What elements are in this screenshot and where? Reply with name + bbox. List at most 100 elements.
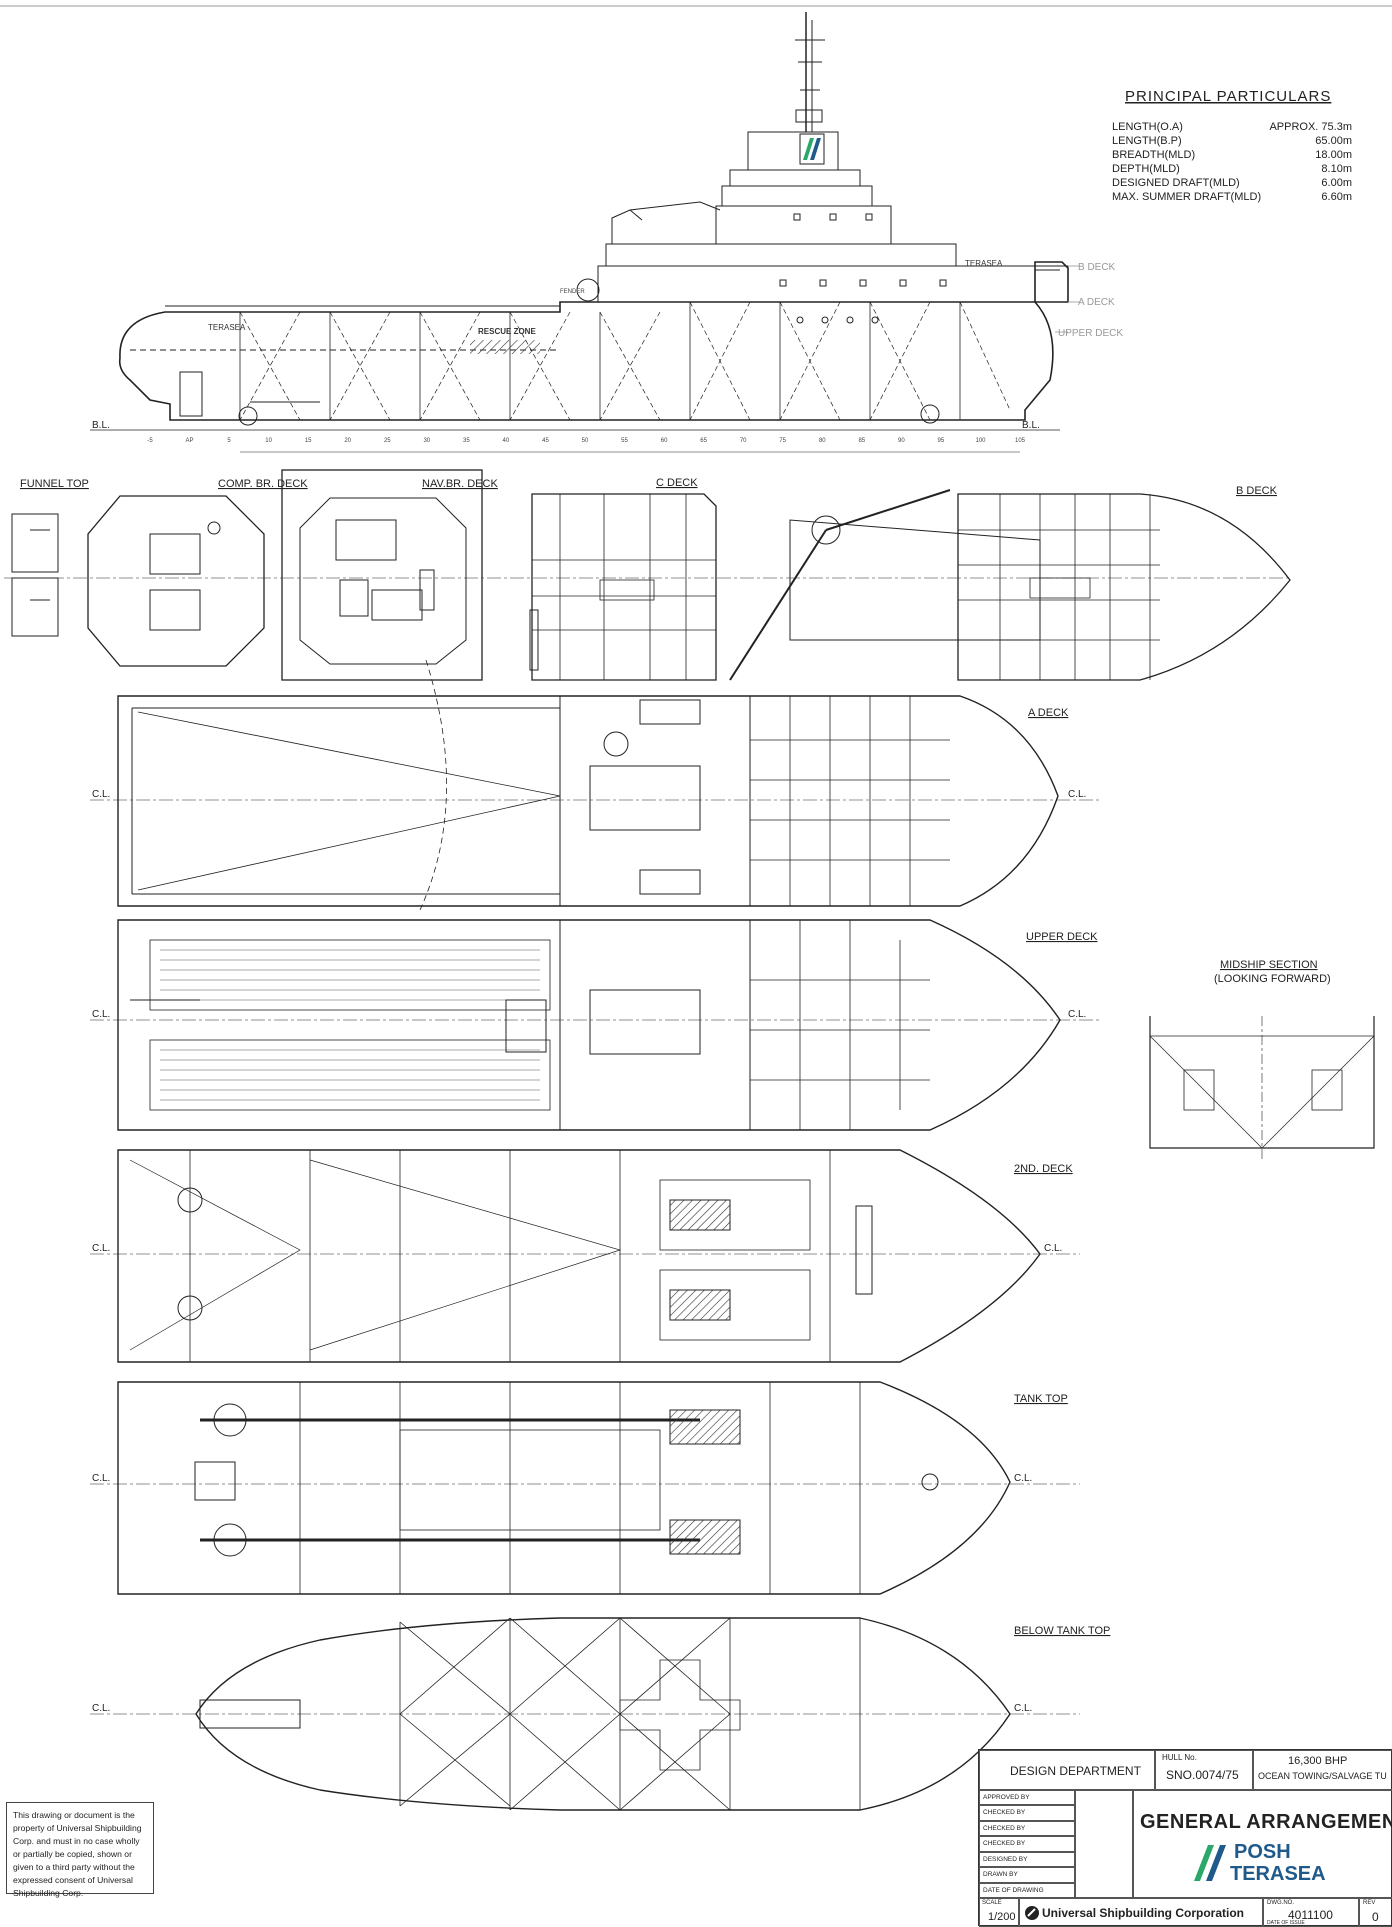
upper-deck-cl-fwd: C.L.	[1068, 1009, 1086, 1020]
role-label: CHECKED BY	[983, 1809, 1026, 1817]
frame-number: 30	[423, 438, 430, 444]
rev-value: 0	[1372, 1910, 1379, 1924]
particular-label: LENGTH(O.A)	[1112, 121, 1183, 133]
below-tank-top-cl-fwd: C.L.	[1014, 1703, 1032, 1714]
frame-number: 105	[1015, 438, 1026, 444]
tank-top-cl-fwd: C.L.	[1014, 1473, 1032, 1484]
upper-deck-cl-aft: C.L.	[92, 1009, 110, 1020]
a-deck-cl-fwd: C.L.	[1068, 789, 1086, 800]
rescue-zone-label: RESCUE ZONE	[478, 327, 536, 336]
funnel-top-label: FUNNEL TOP	[20, 478, 89, 490]
scale-cell: SCALE 1/200	[979, 1898, 1019, 1927]
dwg-no-label: DWG.NO.	[1267, 1900, 1294, 1906]
title-block: DESIGN DEPARTMENT HULL No. SNO.0074/75 1…	[978, 1749, 1392, 1927]
principal-particulars-title: PRINCIPAL PARTICULARS	[1125, 88, 1331, 105]
c-deck-label: C DECK	[656, 477, 698, 489]
role-label: APPROVED BY	[983, 1794, 1030, 1801]
hull-no-label: HULL No.	[1162, 1753, 1197, 1762]
posh-terasea-logo-icon	[1194, 1845, 1226, 1881]
upper-deck-label: UPPER DECK	[1026, 931, 1098, 943]
deck-marker-b: B DECK	[1078, 262, 1116, 273]
particular-label: MAX. SUMMER DRAFT(MLD)	[1112, 191, 1261, 203]
profile-view	[90, 12, 1080, 453]
upper-deck-plan	[90, 919, 1100, 1131]
frame-number: 5	[227, 438, 231, 444]
midship-section	[1149, 1016, 1375, 1160]
below-tank-top-plan	[90, 1617, 1080, 1811]
tank-top-label: TANK TOP	[1014, 1393, 1068, 1405]
frame-number: 65	[700, 438, 707, 444]
role-cell: DESIGNED BY	[979, 1851, 1075, 1868]
particular-label: DEPTH(MLD)	[1112, 163, 1180, 175]
dwg-no-cell: DWG.NO. 4011100 DATE OF ISSUE	[1263, 1898, 1359, 1927]
hull-no-value: SNO.0074/75	[1166, 1768, 1239, 1782]
a-deck-cl-aft: C.L.	[92, 789, 110, 800]
frame-number: 90	[898, 438, 905, 444]
company-logo-icon	[1025, 1906, 1039, 1920]
second-deck-plan	[90, 1149, 1080, 1363]
tank-top-cl-aft: C.L.	[92, 1473, 110, 1484]
frame-number: 15	[305, 438, 312, 444]
logo-line-2: TERASEA	[1230, 1863, 1326, 1885]
date-issue-label: DATE OF ISSUE	[1267, 1920, 1305, 1926]
principal-particulars: PRINCIPAL PARTICULARS LENGTH(O.A) APPROX.…	[1112, 88, 1352, 203]
power-value: 16,300 BHP	[1288, 1755, 1348, 1767]
role-cell: CHECKED BY	[979, 1805, 1075, 1821]
frame-number: -5	[147, 438, 153, 444]
particular-value: 8.10m	[1321, 163, 1352, 175]
role-cell: CHECKED BY	[979, 1836, 1075, 1852]
frame-number: 85	[858, 438, 865, 444]
upper-plans-row	[4, 469, 1291, 681]
second-deck-label: 2ND. DECK	[1014, 1163, 1073, 1175]
hull-name-aft: TERASEA	[208, 323, 246, 332]
particular-value: 6.00m	[1321, 177, 1352, 189]
drawing-title: GENERAL ARRANGEMENT	[1140, 1811, 1392, 1833]
below-tank-top-cl-aft: C.L.	[92, 1703, 110, 1714]
dwg-no-value: 4011100	[1288, 1908, 1333, 1922]
frame-number: 20	[344, 438, 351, 444]
frame-number: 100	[975, 438, 986, 444]
deck-marker-upper: UPPER DECK	[1058, 328, 1123, 339]
midship-title: MIDSHIP SECTION	[1220, 959, 1318, 971]
frame-number: 10	[265, 438, 272, 444]
b-deck-label: B DECK	[1236, 485, 1278, 497]
below-tank-top-label: BELOW TANK TOP	[1014, 1625, 1110, 1637]
department-label: DESIGN DEPARTMENT	[1010, 1764, 1141, 1778]
roles-blank	[1075, 1790, 1133, 1898]
frame-number: 95	[938, 438, 945, 444]
frame-number: 25	[384, 438, 391, 444]
rev-cell: REV 0	[1359, 1898, 1392, 1927]
copyright-notice: This drawing or document is the property…	[6, 1802, 154, 1898]
second-deck-cl-aft: C.L.	[92, 1243, 110, 1254]
second-deck-cl-fwd: C.L.	[1044, 1243, 1062, 1254]
role-cell: DATE OF DRAWING	[979, 1882, 1075, 1898]
roles-column: APPROVED BY CHECKED BY CHECKED BY CHECKED B…	[979, 1790, 1075, 1898]
company-cell: Universal Shipbuilding Corporation	[1019, 1898, 1263, 1927]
particular-label: DESIGNED DRAFT(MLD)	[1112, 177, 1240, 189]
upper-plans-labels: FUNNEL TOP COMP. BR. DECK NAV.BR. DECK C…	[20, 477, 1278, 497]
role-label: DATE OF DRAWING	[983, 1886, 1044, 1894]
role-cell: DRAWN BY	[979, 1867, 1075, 1883]
particular-value: APPROX. 75.3m	[1269, 121, 1352, 133]
vessel-cell: 16,300 BHP OCEAN TOWING/SALVAGE TU	[1253, 1750, 1392, 1790]
comp-br-deck-label: COMP. BR. DECK	[218, 478, 308, 490]
logo-line-1: POSH	[1234, 1841, 1291, 1863]
hull-no-cell: HULL No. SNO.0074/75	[1155, 1750, 1253, 1790]
tank-top-plan	[90, 1381, 1080, 1595]
nav-br-deck-label: NAV.BR. DECK	[422, 478, 498, 490]
hull-name-fwd: TERASEA	[965, 259, 1003, 268]
frame-number: 80	[819, 438, 826, 444]
scale-label: SCALE	[982, 1900, 1002, 1906]
particular-label: LENGTH(B.P)	[1112, 135, 1182, 147]
baseline-label-fwd: B.L.	[1022, 420, 1040, 431]
role-cell: CHECKED BY	[979, 1820, 1075, 1837]
frame-number: 50	[582, 438, 589, 444]
a-deck-label: A DECK	[1028, 707, 1069, 719]
particular-label: BREADTH(MLD)	[1112, 149, 1195, 161]
role-label: CHECKED BY	[983, 1824, 1026, 1832]
frame-number: 60	[661, 438, 668, 444]
frame-number: 70	[740, 438, 747, 444]
department-cell: DESIGN DEPARTMENT	[979, 1750, 1155, 1790]
frame-number: 45	[542, 438, 549, 444]
